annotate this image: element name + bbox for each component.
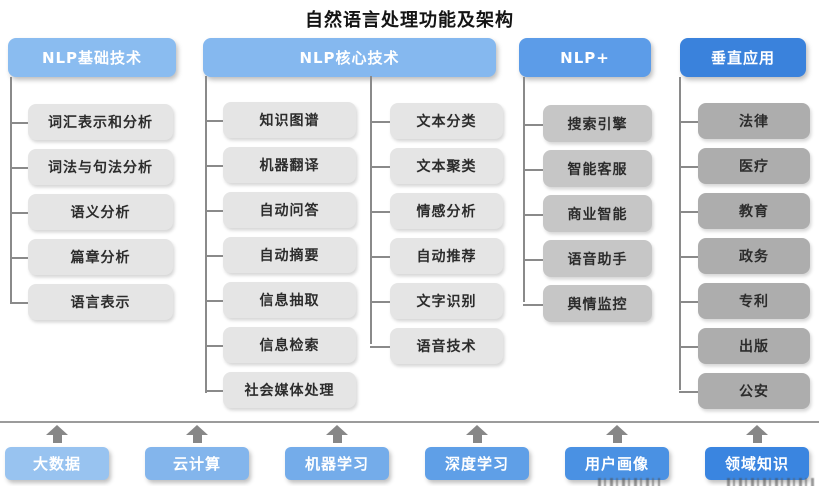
foundation-row: 大数据 云计算 机器学习 深度学习 用户画像 领域知识 <box>0 425 819 480</box>
basic-tech-node: 词汇表示和分析 <box>10 104 173 140</box>
up-arrow-stem <box>612 435 622 443</box>
core-tech-node: 文字识别 <box>370 283 503 319</box>
up-arrow-stem <box>52 435 62 443</box>
core-tech-node: 情感分析 <box>370 193 503 229</box>
nlp-plus-node: 舆情监控 <box>523 285 652 322</box>
nlp-plus-node: 搜索引擎 <box>523 105 652 142</box>
vertical-app-node: 法律 <box>679 103 810 139</box>
core-tech-node: 语音技术 <box>370 328 503 364</box>
core-tech-node: 机器翻译 <box>205 147 356 183</box>
foundation-cell: 云计算 <box>127 425 267 480</box>
core-tech-node: 文本聚类 <box>370 148 503 184</box>
nlp-plus-node: 语音助手 <box>523 240 652 277</box>
connector-line-nlp-plus <box>523 77 525 302</box>
page-title: 自然语言处理功能及架构 <box>305 10 514 31</box>
up-arrow-icon <box>186 425 208 435</box>
core-tech-node: 自动问答 <box>205 192 356 228</box>
foundation-cell: 深度学习 <box>407 425 547 480</box>
foundation-pill: 云计算 <box>145 447 249 480</box>
header-vertical-apps: 垂直应用 <box>680 38 806 77</box>
watermark-fragment <box>598 478 660 486</box>
core-tech-node: 知识图谱 <box>205 102 356 138</box>
core-tech-node: 自动摘要 <box>205 237 356 273</box>
foundation-pill: 领域知识 <box>705 447 809 480</box>
foundation-cell: 用户画像 <box>547 425 687 480</box>
foundation-cell: 大数据 <box>0 425 127 480</box>
up-arrow-stem <box>192 435 202 443</box>
core-tech-node: 文本分类 <box>370 103 503 139</box>
vertical-app-node: 专利 <box>679 283 810 319</box>
basic-tech-node: 语言表示 <box>10 284 173 320</box>
header-nlp-basic: NLP基础技术 <box>8 38 176 77</box>
connector-line-core-left <box>205 76 207 393</box>
foundation-cell: 领域知识 <box>687 425 819 480</box>
column-nlp-plus-items: 搜索引擎智能客服商业智能语音助手舆情监控 <box>523 105 652 330</box>
vertical-app-node: 政务 <box>679 238 810 274</box>
core-tech-node: 自动推荐 <box>370 238 503 274</box>
column-vertical-items: 法律医疗教育政务专利出版公安 <box>679 103 810 418</box>
foundation-pill: 深度学习 <box>425 447 529 480</box>
connector-line-basic <box>10 77 12 303</box>
basic-tech-node: 词法与句法分析 <box>10 149 173 185</box>
foundation-pill: 机器学习 <box>285 447 389 480</box>
column-core-right-items: 文本分类文本聚类情感分析自动推荐文字识别语音技术 <box>370 103 503 373</box>
core-tech-node: 社会媒体处理 <box>205 372 356 408</box>
foundation-pill: 用户画像 <box>565 447 669 480</box>
vertical-app-node: 出版 <box>679 328 810 364</box>
foundation-pill: 大数据 <box>5 447 109 480</box>
core-tech-node: 信息检索 <box>205 327 356 363</box>
connector-line-core-right <box>370 76 372 344</box>
up-arrow-icon <box>466 425 488 435</box>
connector-line-vertical <box>679 77 681 390</box>
header-nlp-core: NLP核心技术 <box>203 38 496 77</box>
up-arrow-icon <box>326 425 348 435</box>
up-arrow-stem <box>752 435 762 443</box>
vertical-app-node: 教育 <box>679 193 810 229</box>
nlp-plus-node: 商业智能 <box>523 195 652 232</box>
basic-tech-node: 篇章分析 <box>10 239 173 275</box>
basic-tech-node: 语义分析 <box>10 194 173 230</box>
up-arrow-stem <box>472 435 482 443</box>
up-arrow-icon <box>746 425 768 435</box>
header-nlp-plus: NLP+ <box>519 38 651 77</box>
vertical-app-node: 公安 <box>679 373 810 409</box>
nlp-plus-node: 智能客服 <box>523 150 652 187</box>
column-basic-items: 词汇表示和分析词法与句法分析语义分析篇章分析语言表示 <box>10 104 173 329</box>
separator-line <box>0 421 819 423</box>
up-arrow-icon <box>606 425 628 435</box>
column-core-left-items: 知识图谱机器翻译自动问答自动摘要信息抽取信息检索社会媒体处理 <box>205 102 356 417</box>
up-arrow-stem <box>332 435 342 443</box>
foundation-cell: 机器学习 <box>267 425 407 480</box>
up-arrow-icon <box>46 425 68 435</box>
vertical-app-node: 医疗 <box>679 148 810 184</box>
watermark-fragment <box>727 478 817 486</box>
core-tech-node: 信息抽取 <box>205 282 356 318</box>
